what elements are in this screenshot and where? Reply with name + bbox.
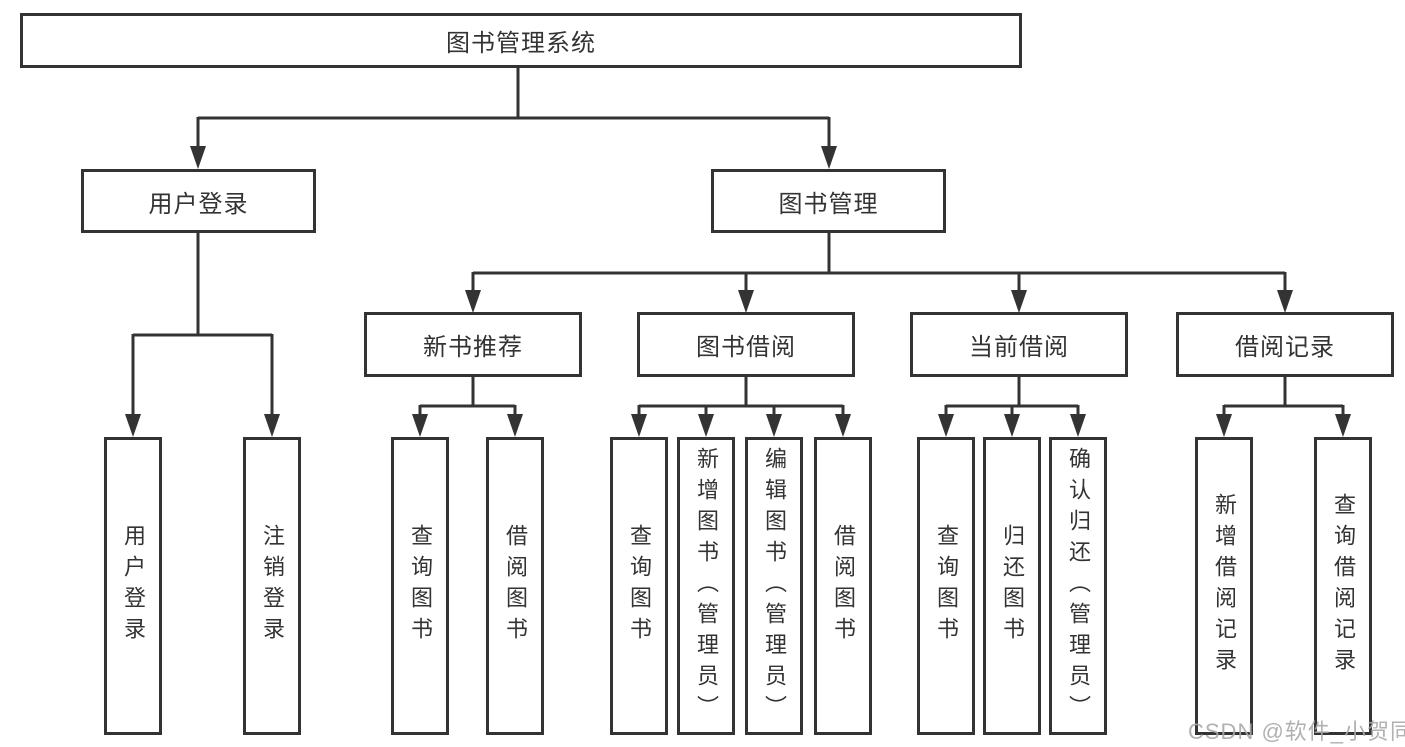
leaf-records-query-record-label: 查询借阅记录 (1331, 493, 1356, 679)
leaf-current-return-books: 归还图书 (983, 437, 1041, 735)
leaf-borrow-borrow-books-label: 借阅图书 (831, 524, 856, 648)
node-current-borrow: 当前借阅 (910, 312, 1128, 377)
leaf-current-query-books-label: 查询图书 (934, 524, 959, 648)
node-book-management: 图书管理 (711, 169, 946, 233)
leaf-borrow-edit-books-admin: 编辑图书（管理员） (745, 437, 803, 735)
node-user-login: 用户登录 (81, 169, 316, 233)
node-book-management-label: 图书管理 (778, 190, 879, 218)
leaf-logout: 注销登录 (243, 437, 301, 735)
leaf-recommend-borrow-books-label: 借阅图书 (503, 524, 528, 648)
leaf-recommend-query-books-label: 查询图书 (408, 524, 433, 648)
node-root-system: 图书管理系统 (20, 13, 1022, 68)
leaf-borrow-query-books-label: 查询图书 (627, 524, 652, 648)
leaf-recommend-query-books: 查询图书 (391, 437, 449, 735)
leaf-borrow-edit-books-admin-label: 编辑图书（管理员） (762, 446, 787, 726)
leaf-records-query-record: 查询借阅记录 (1314, 437, 1372, 735)
node-new-book-recommend: 新书推荐 (364, 312, 582, 377)
node-new-book-recommend-label: 新书推荐 (423, 334, 523, 361)
leaf-current-confirm-return-admin: 确认归还（管理员） (1049, 437, 1107, 735)
node-book-borrow-label: 图书借阅 (696, 334, 796, 361)
node-root-label: 图书管理系统 (446, 30, 596, 57)
leaf-records-add-record: 新增借阅记录 (1195, 437, 1253, 735)
csdn-watermark: CSDN @软件_小贺同学 (1188, 719, 1405, 744)
leaf-current-return-books-label: 归还图书 (1000, 524, 1025, 648)
leaf-borrow-add-books-admin-label: 新增图书（管理员） (694, 446, 719, 726)
node-user-login-label: 用户登录 (148, 190, 249, 218)
node-current-borrow-label: 当前借阅 (969, 334, 1069, 361)
leaf-logout-label: 注销登录 (260, 524, 285, 648)
leaf-borrow-add-books-admin: 新增图书（管理员） (677, 437, 735, 735)
leaf-user-login-label: 用户登录 (121, 524, 146, 648)
leaf-borrow-query-books: 查询图书 (610, 437, 668, 735)
node-book-borrow: 图书借阅 (637, 312, 855, 377)
leaf-current-query-books: 查询图书 (917, 437, 975, 735)
leaf-current-confirm-return-admin-label: 确认归还（管理员） (1066, 446, 1091, 726)
leaf-recommend-borrow-books: 借阅图书 (486, 437, 544, 735)
leaf-user-login: 用户登录 (104, 437, 162, 735)
node-borrow-records: 借阅记录 (1176, 312, 1394, 377)
node-borrow-records-label: 借阅记录 (1235, 334, 1335, 361)
leaf-records-add-record-label: 新增借阅记录 (1212, 493, 1237, 679)
leaf-borrow-borrow-books: 借阅图书 (814, 437, 872, 735)
